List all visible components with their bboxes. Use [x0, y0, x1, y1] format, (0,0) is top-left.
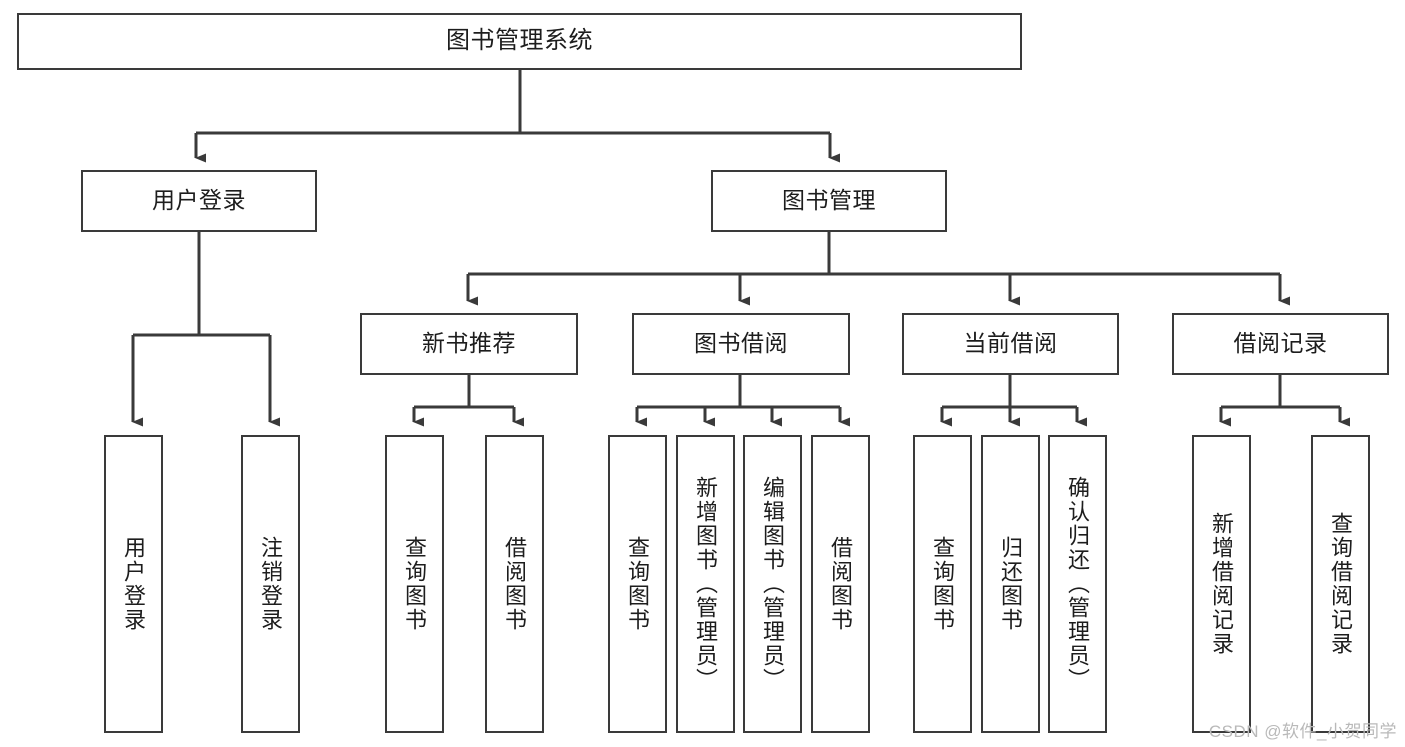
node-leaf-borrow-book-recommend[interactable]: 借阅图书 [485, 435, 544, 733]
node-leaf-add-borrow-record[interactable]: 新增借阅记录 [1192, 435, 1251, 733]
node-leaf-confirm-return-admin-label: 确认归还（管理员） [1065, 476, 1091, 692]
node-new-book-recommend[interactable]: 新书推荐 [360, 313, 578, 375]
node-leaf-borrow-book[interactable]: 借阅图书 [811, 435, 870, 733]
node-root-label: 图书管理系统 [446, 27, 593, 55]
watermark-text: CSDN @软件_小贺同学 [1208, 722, 1397, 741]
node-leaf-edit-book-admin-label: 编辑图书（管理员） [760, 476, 786, 692]
node-leaf-add-book-admin-label: 新增图书（管理员） [693, 476, 719, 692]
node-borrow-record[interactable]: 借阅记录 [1172, 313, 1389, 375]
node-leaf-return-book-label: 归还图书 [998, 536, 1024, 632]
node-current-borrow[interactable]: 当前借阅 [902, 313, 1119, 375]
node-user-login[interactable]: 用户登录 [81, 170, 317, 232]
node-leaf-query-borrow-record-label: 查询借阅记录 [1328, 512, 1354, 656]
node-leaf-borrow-book-label: 借阅图书 [828, 536, 854, 632]
node-leaf-query-book-recommend-label: 查询图书 [402, 536, 428, 632]
node-book-borrow[interactable]: 图书借阅 [632, 313, 850, 375]
node-leaf-query-book-recommend[interactable]: 查询图书 [385, 435, 444, 733]
node-current-borrow-label: 当前借阅 [963, 330, 1058, 357]
node-leaf-add-book-admin[interactable]: 新增图书（管理员） [676, 435, 735, 733]
node-book-borrow-label: 图书借阅 [694, 330, 788, 357]
node-leaf-user-login[interactable]: 用户登录 [104, 435, 163, 733]
node-leaf-return-book[interactable]: 归还图书 [981, 435, 1040, 733]
node-leaf-query-borrow-record[interactable]: 查询借阅记录 [1311, 435, 1370, 733]
node-user-login-label: 用户登录 [152, 187, 246, 214]
node-leaf-logout-login-label: 注销登录 [258, 536, 284, 632]
node-leaf-query-book-borrow[interactable]: 查询图书 [608, 435, 667, 733]
node-leaf-edit-book-admin[interactable]: 编辑图书（管理员） [743, 435, 802, 733]
node-book-manage-label: 图书管理 [782, 187, 876, 214]
node-new-book-recommend-label: 新书推荐 [422, 330, 516, 357]
node-leaf-add-borrow-record-label: 新增借阅记录 [1209, 512, 1235, 656]
node-leaf-query-book-current-label: 查询图书 [930, 536, 956, 632]
node-leaf-borrow-book-recommend-label: 借阅图书 [502, 536, 528, 632]
node-leaf-query-book-current[interactable]: 查询图书 [913, 435, 972, 733]
node-leaf-query-book-borrow-label: 查询图书 [625, 536, 651, 632]
node-borrow-record-label: 借阅记录 [1233, 330, 1328, 357]
node-book-manage[interactable]: 图书管理 [711, 170, 947, 232]
node-leaf-confirm-return-admin[interactable]: 确认归还（管理员） [1048, 435, 1107, 733]
node-leaf-user-login-label: 用户登录 [121, 536, 147, 632]
node-leaf-logout-login[interactable]: 注销登录 [241, 435, 300, 733]
node-root[interactable]: 图书管理系统 [17, 13, 1022, 70]
